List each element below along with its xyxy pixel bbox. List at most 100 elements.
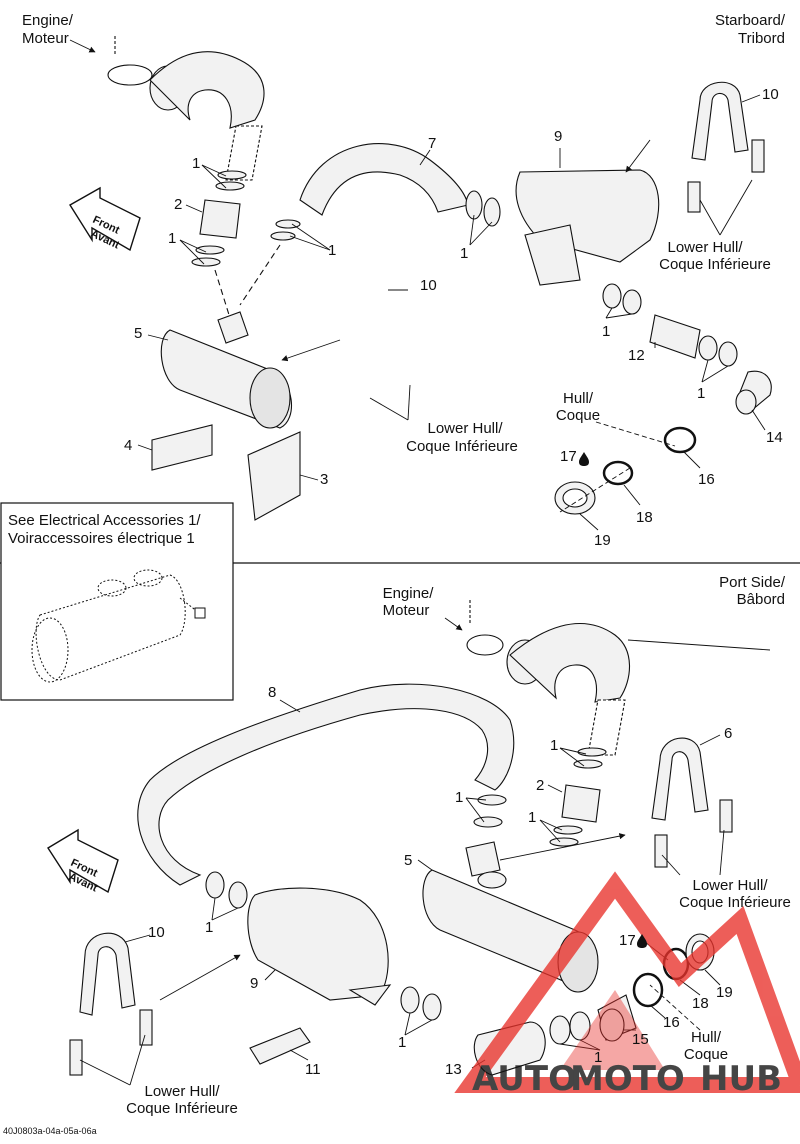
callout-1: 1 bbox=[460, 245, 468, 262]
clamp-icon bbox=[107, 64, 153, 86]
clamp-icon bbox=[602, 283, 622, 309]
pipe-dashed bbox=[587, 699, 626, 756]
clamp-icon bbox=[549, 837, 579, 847]
exhaust-elbow bbox=[509, 622, 630, 703]
bottom-labels: Engine/ Moteur Port Side/ Bâbord Front A… bbox=[67, 574, 791, 1117]
fitting-ring bbox=[735, 389, 757, 415]
axis-line bbox=[239, 244, 281, 306]
muffler-inlet bbox=[217, 311, 249, 344]
inset-title-1: See Electrical Accessories 1/ bbox=[8, 512, 201, 529]
muffler-inlet-ring bbox=[477, 871, 507, 889]
callout-16: 16 bbox=[698, 471, 715, 488]
engine-label-bottom-2: Moteur bbox=[383, 602, 430, 619]
clamp-icon bbox=[477, 794, 507, 806]
watermark-inner-triangle-icon bbox=[560, 990, 665, 1070]
callout-8: 8 bbox=[268, 684, 276, 701]
callout-9: 9 bbox=[250, 975, 258, 992]
callout-1: 1 bbox=[602, 323, 610, 340]
callout-18: 18 bbox=[692, 995, 709, 1012]
strap bbox=[691, 81, 749, 161]
water-box-outlet bbox=[524, 224, 581, 286]
front-arrow-icon bbox=[47, 828, 119, 894]
callout-12: 12 bbox=[628, 347, 645, 364]
clamp-icon bbox=[215, 181, 245, 191]
callout-2: 2 bbox=[536, 777, 544, 794]
callout-7: 7 bbox=[428, 135, 436, 152]
clamp-icon bbox=[228, 881, 248, 909]
lower-hull-bottom-left-2: Coque Inférieure bbox=[126, 1100, 238, 1117]
lower-hull-top-mid-1: Lower Hull/ bbox=[427, 420, 503, 437]
clamp-icon bbox=[622, 289, 642, 315]
callout-1: 1 bbox=[168, 230, 176, 247]
coupler bbox=[561, 784, 601, 823]
muffler-end bbox=[249, 367, 291, 429]
callout-10: 10 bbox=[420, 277, 437, 294]
inset-title-2: Voiraccessoires électrique 1 bbox=[8, 530, 195, 547]
top-callouts: 1 2 1 1 5 4 3 10 7 9 10 1 1 12 1 14 16 1… bbox=[124, 86, 783, 549]
pipe-dashed bbox=[225, 125, 263, 181]
clamp-icon bbox=[270, 231, 296, 241]
bracket bbox=[751, 139, 765, 173]
foam-block bbox=[249, 1027, 311, 1065]
lower-hull-bottom-left-1: Lower Hull/ bbox=[144, 1083, 220, 1100]
side-label-bottom-1: Port Side/ bbox=[719, 574, 786, 591]
callout-1: 1 bbox=[328, 242, 336, 259]
watermark-text-auto: AUTO bbox=[472, 1059, 577, 1099]
callout-1: 1 bbox=[550, 737, 558, 754]
clamp-icon bbox=[549, 1015, 571, 1045]
axis-line bbox=[214, 269, 231, 319]
inset-part bbox=[31, 569, 199, 683]
gasket-ring bbox=[632, 972, 664, 1008]
bottom-callouts: 8 1 2 1 1 5 6 1 10 9 1 11 13 1 15 16 17 … bbox=[148, 684, 733, 1078]
inset-labels: See Electrical Accessories 1/ Voiraccess… bbox=[8, 512, 201, 547]
hose bbox=[299, 143, 469, 216]
water-box bbox=[247, 887, 389, 1001]
clamp-icon bbox=[577, 747, 607, 757]
callout-1: 1 bbox=[192, 155, 200, 172]
clamp-icon bbox=[400, 986, 420, 1014]
fitting-nut-hole bbox=[562, 488, 588, 508]
callout-19: 19 bbox=[716, 984, 733, 1001]
watermark-triangle-icon bbox=[454, 871, 800, 1093]
bracket bbox=[719, 799, 733, 833]
clamp-icon bbox=[698, 335, 718, 361]
sealant-drop-icon bbox=[579, 452, 589, 466]
clamp-icon bbox=[191, 257, 221, 267]
callout-10: 10 bbox=[148, 924, 165, 941]
top-leaders bbox=[69, 39, 766, 531]
top-labels: Engine/ Moteur Starboard/ Tribord Front … bbox=[22, 12, 786, 455]
watermark-text-moto: MOTO bbox=[570, 1059, 685, 1099]
sealant-drop-icon bbox=[637, 934, 647, 948]
support-block bbox=[247, 431, 301, 521]
callout-2: 2 bbox=[174, 196, 182, 213]
side-label-top-1: Starboard/ bbox=[715, 12, 786, 29]
bracket bbox=[69, 1039, 83, 1076]
callout-16: 16 bbox=[663, 1014, 680, 1031]
callout-19: 19 bbox=[594, 532, 611, 549]
bracket bbox=[687, 181, 701, 213]
clamp-icon bbox=[473, 816, 503, 828]
callout-17: 17 bbox=[560, 448, 577, 465]
lower-hull-top-mid-2: Coque Inférieure bbox=[406, 438, 518, 455]
clamp-icon bbox=[195, 245, 225, 255]
watermark-text-hub: HUB bbox=[700, 1059, 782, 1099]
hose bbox=[137, 683, 515, 886]
engine-label-top-1: Engine/ bbox=[22, 12, 74, 29]
callout-1: 1 bbox=[205, 919, 213, 936]
callout-5: 5 bbox=[404, 852, 412, 869]
clamp-icon bbox=[718, 341, 738, 367]
bracket bbox=[139, 1009, 153, 1046]
clamp-icon bbox=[573, 759, 603, 769]
front-arrow-icon bbox=[69, 186, 141, 252]
callout-18: 18 bbox=[636, 509, 653, 526]
engine-label-bottom-1: Engine/ bbox=[383, 585, 435, 602]
lower-hull-bottom-right-2: Coque Inférieure bbox=[679, 894, 791, 911]
watermark-logo: AUTO MOTO HUB bbox=[454, 871, 800, 1099]
hull-label-bottom-2: Coque bbox=[684, 1046, 728, 1063]
callout-1: 1 bbox=[697, 385, 705, 402]
callout-1: 1 bbox=[398, 1034, 406, 1051]
strap bbox=[79, 932, 136, 1016]
callout-5: 5 bbox=[134, 325, 142, 342]
callout-6: 6 bbox=[724, 725, 732, 742]
